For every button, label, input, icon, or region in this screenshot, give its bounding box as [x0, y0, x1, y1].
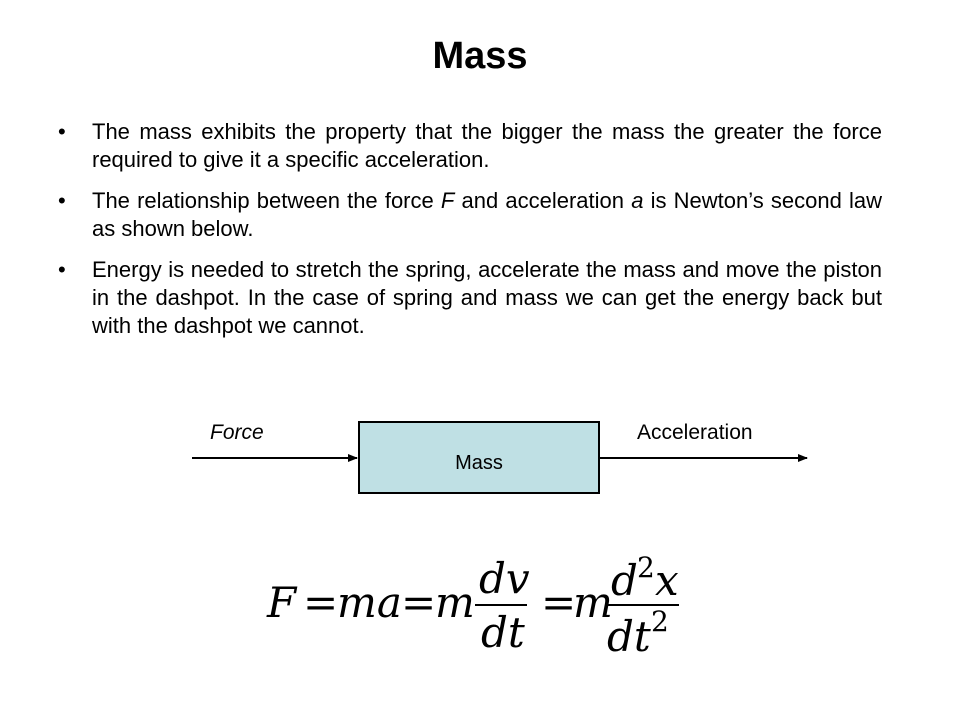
eq-dt: dt — [607, 612, 651, 661]
eq-m: m — [435, 578, 475, 627]
eq-x: x — [655, 556, 679, 605]
eq-exponent: 2 — [637, 555, 655, 584]
eq-equals: = — [401, 578, 436, 627]
bullet-text: The mass exhibits the property that the … — [92, 119, 882, 172]
bullet-text-part: The relationship between the force — [92, 188, 441, 213]
eq-force: F — [266, 578, 298, 627]
bullet-symbol: • — [58, 119, 66, 144]
bullet-item: • Energy is needed to stretch the spring… — [52, 256, 882, 340]
bullet-item: • The relationship between the force F a… — [52, 187, 882, 243]
force-label: Force — [210, 421, 264, 444]
eq-m: m — [573, 578, 613, 627]
mass-block-label: Mass — [455, 452, 503, 474]
bullet-text: Energy is needed to stretch the spring, … — [92, 257, 882, 338]
acceleration-label: Acceleration — [637, 421, 753, 444]
eq-dt: dt — [481, 608, 525, 657]
eq-exponent: 2 — [651, 605, 669, 638]
bullet-symbol: • — [58, 257, 66, 282]
mass-block: Mass — [358, 421, 600, 494]
eq-ma: ma — [337, 578, 402, 627]
bullet-symbol: • — [58, 188, 66, 213]
force-variable: F — [440, 188, 455, 213]
eq-dv: dv — [479, 555, 530, 603]
acceleration-variable: a — [631, 188, 644, 213]
eq-equals: = — [303, 578, 338, 627]
bullet-item: • The mass exhibits the property that th… — [52, 118, 882, 174]
bullet-list: • The mass exhibits the property that th… — [52, 118, 882, 353]
newton-equation: F = ma = m dv dt = m d 2 x dt 2 — [266, 555, 679, 661]
bullet-text-part: and acceleration — [454, 188, 632, 213]
slide-title: Mass — [432, 35, 528, 77]
eq-d: d — [611, 556, 638, 605]
bullet-text-part: is Newton’s second law as shown below. — [92, 188, 883, 241]
eq-equals: = — [541, 578, 576, 627]
